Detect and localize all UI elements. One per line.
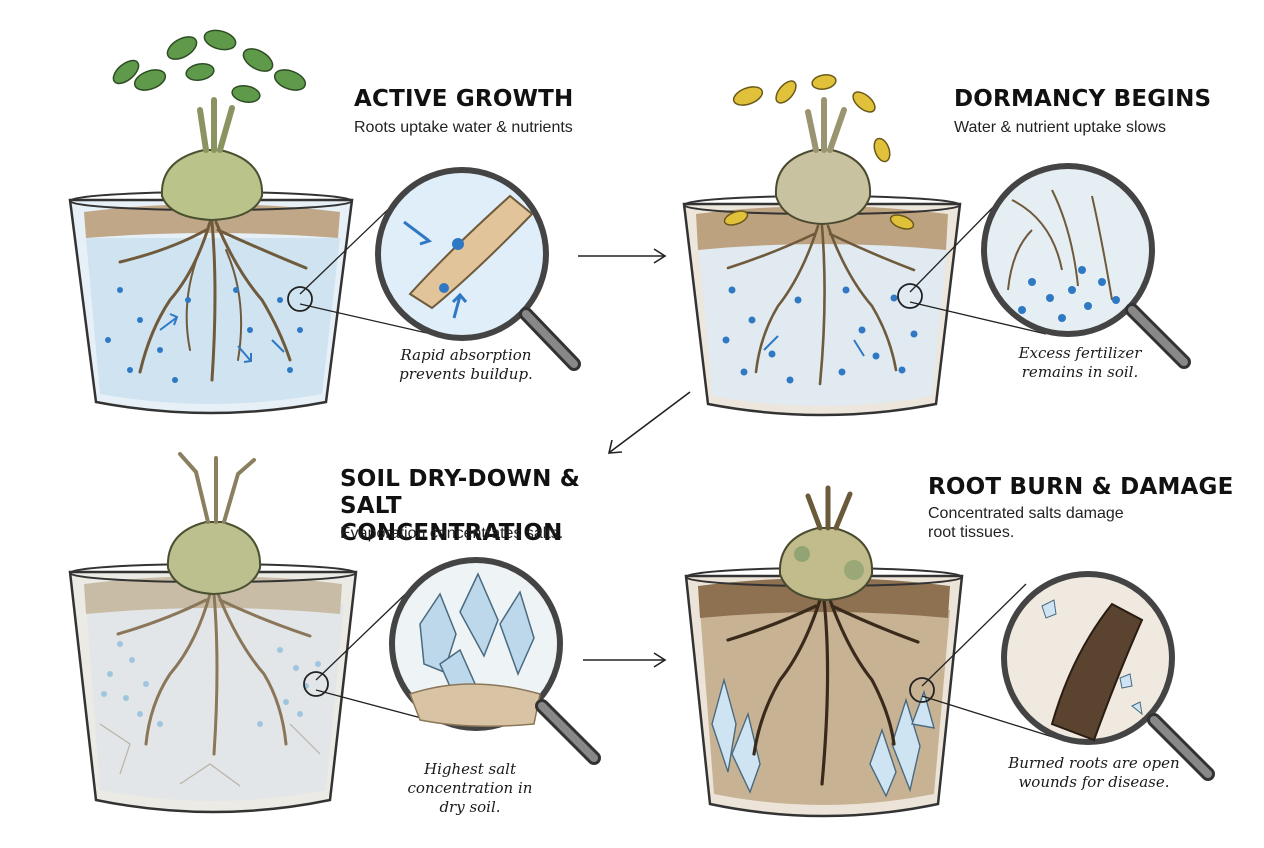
stage-panel-active-growth: ACTIVE GROWTH Roots uptake water & nutri… xyxy=(0,0,632,424)
roots xyxy=(116,592,312,756)
pot xyxy=(68,191,354,415)
nutrient-dots xyxy=(722,286,918,384)
leaves-green xyxy=(112,29,307,103)
salt-crystals xyxy=(711,677,935,798)
callout-note: Burned roots are open wounds for disease… xyxy=(1008,754,1180,791)
leaves-yellow xyxy=(723,74,915,230)
stage-illustration xyxy=(68,452,601,814)
arrow-right-icon xyxy=(578,248,667,264)
stage-panel-dormancy-begins: DORMANCY BEGINS Water & nutrient uptake … xyxy=(632,0,1264,424)
stage-title: DORMANCY BEGINS xyxy=(954,86,1212,112)
nutrient-dots xyxy=(105,287,303,383)
callout-note: Excess fertilizer remains in soil. xyxy=(1018,344,1142,381)
caudex xyxy=(774,97,872,226)
water-filled-soil xyxy=(86,238,340,404)
stage-title: ACTIVE GROWTH xyxy=(354,86,574,112)
magnifier-icon xyxy=(303,557,601,765)
uptake-arrows xyxy=(159,313,285,363)
stage-subtitle: Roots uptake water & nutrients xyxy=(354,119,573,136)
stage-illustration xyxy=(682,74,1191,417)
roots xyxy=(726,224,916,386)
stage-subtitle: Evaporation concentrates salts. xyxy=(340,525,564,542)
uptake-arrows xyxy=(763,335,865,357)
stage-illustration xyxy=(684,485,1215,818)
callout-note: Highest salt concentration in dry soil. xyxy=(407,760,533,816)
burned-roots xyxy=(726,598,920,786)
arrow-down-left-icon xyxy=(607,391,691,454)
burned-root-closeup xyxy=(1050,602,1144,742)
magnifier-icon xyxy=(897,163,1191,369)
stage-title: ROOT BURN & DAMAGE xyxy=(928,474,1234,500)
dead-stems xyxy=(805,485,853,531)
stage-subtitle: Concentrated salts damage root tissues. xyxy=(928,505,1124,541)
stage-subtitle: Water & nutrient uptake slows xyxy=(954,119,1166,136)
bare-stems xyxy=(178,452,256,524)
arrow-right-icon xyxy=(583,652,667,668)
caudex xyxy=(166,452,262,596)
magnifier-icon xyxy=(909,571,1215,781)
caudex xyxy=(160,97,264,222)
pot xyxy=(68,563,358,814)
stage-title: SOIL DRY-DOWN & SALT CONCENTRATION xyxy=(340,466,581,546)
callout-note: Rapid absorption prevents buildup. xyxy=(399,346,533,383)
stage-panel-soil-dry-down: SOIL DRY-DOWN & SALT CONCENTRATION Evapo… xyxy=(0,424,632,848)
stage-panel-root-burn: ROOT BURN & DAMAGE Concentrated salts da… xyxy=(632,424,1264,848)
caudex xyxy=(778,485,874,602)
magnifier-icon xyxy=(287,167,581,371)
stage-illustration xyxy=(68,29,581,415)
soil-cracks xyxy=(99,723,321,787)
